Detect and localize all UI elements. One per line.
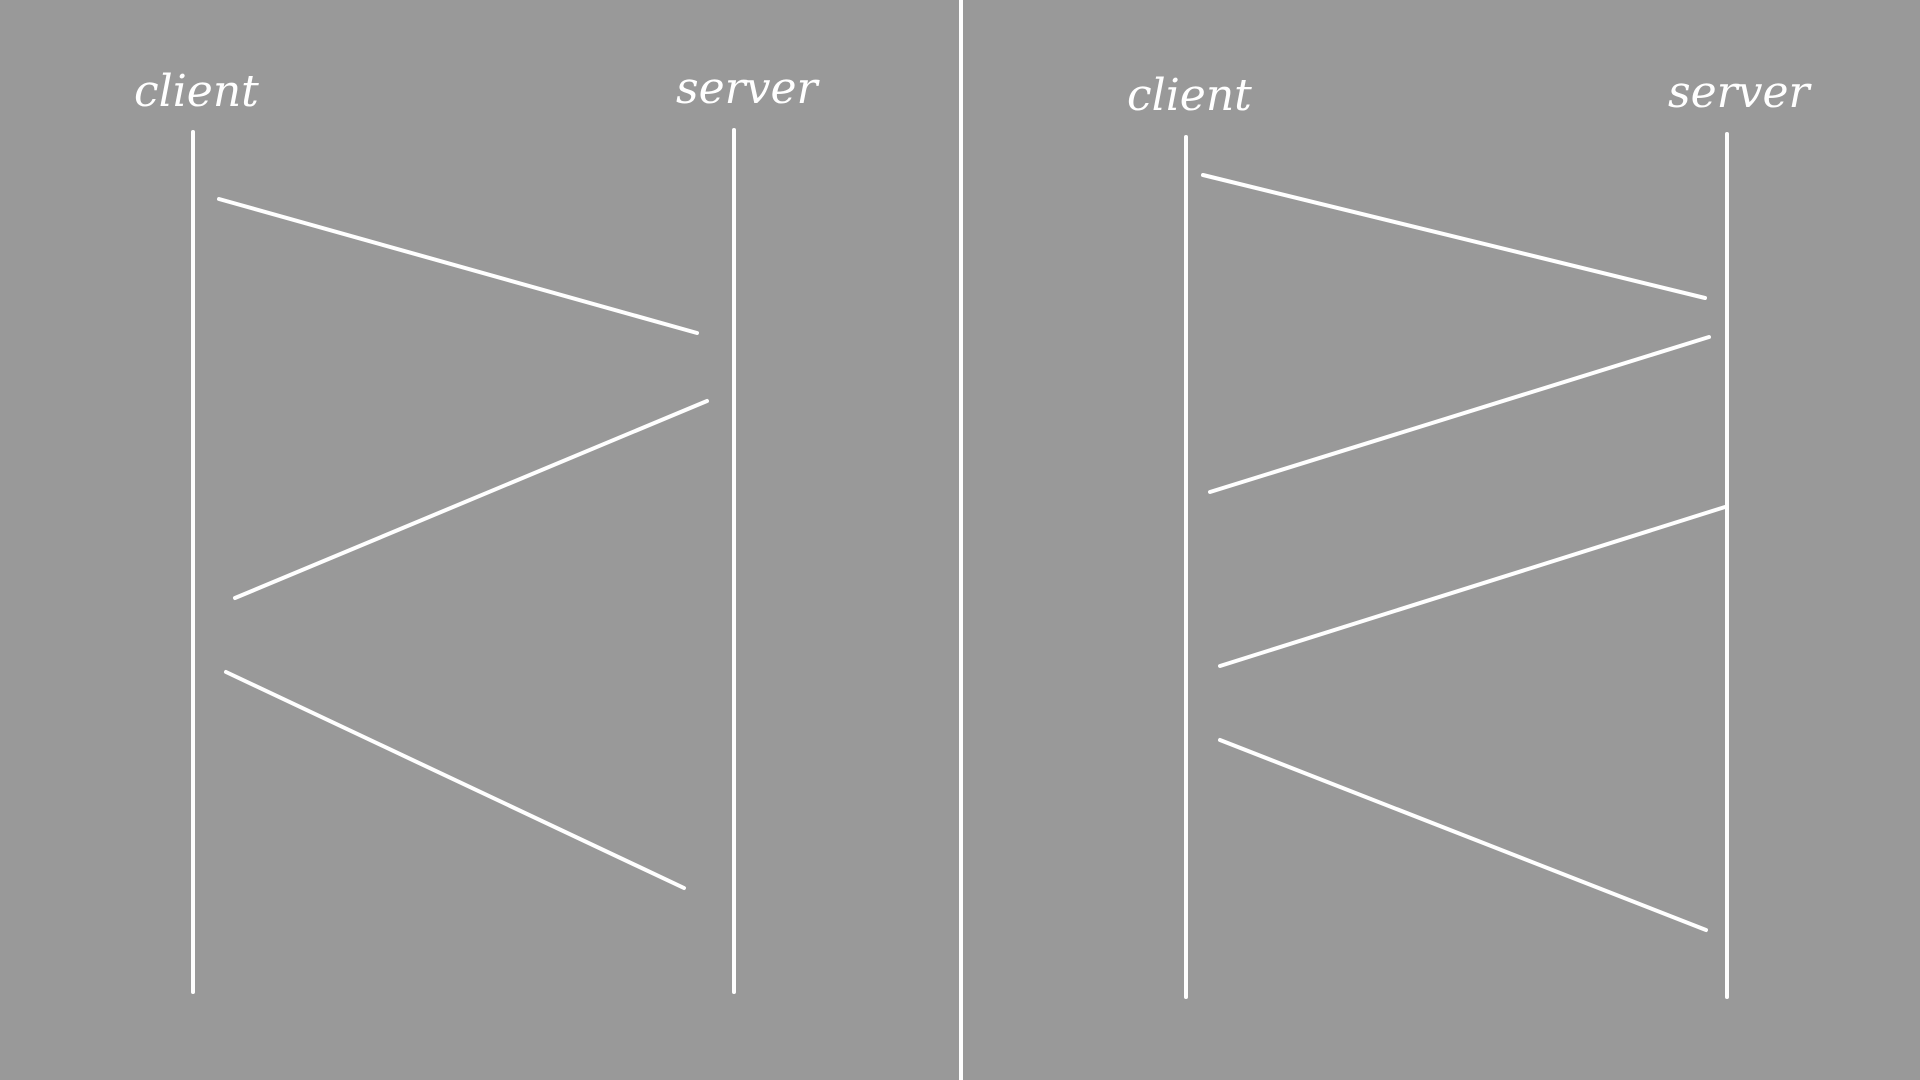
left-panel: client server: [134, 63, 821, 994]
left-message-3: [224, 670, 686, 890]
right-message-4: [1218, 738, 1708, 932]
right-client-label: client: [1127, 70, 1252, 121]
left-message-1: [217, 197, 699, 335]
right-message-2: [1208, 335, 1711, 494]
left-client-label: client: [134, 66, 259, 117]
left-server-label: server: [676, 63, 821, 114]
right-panel: client server: [1127, 67, 1813, 999]
right-message-1: [1201, 173, 1707, 300]
right-server-label: server: [1668, 67, 1813, 118]
right-message-3: [1218, 505, 1727, 668]
left-message-2: [233, 399, 709, 600]
